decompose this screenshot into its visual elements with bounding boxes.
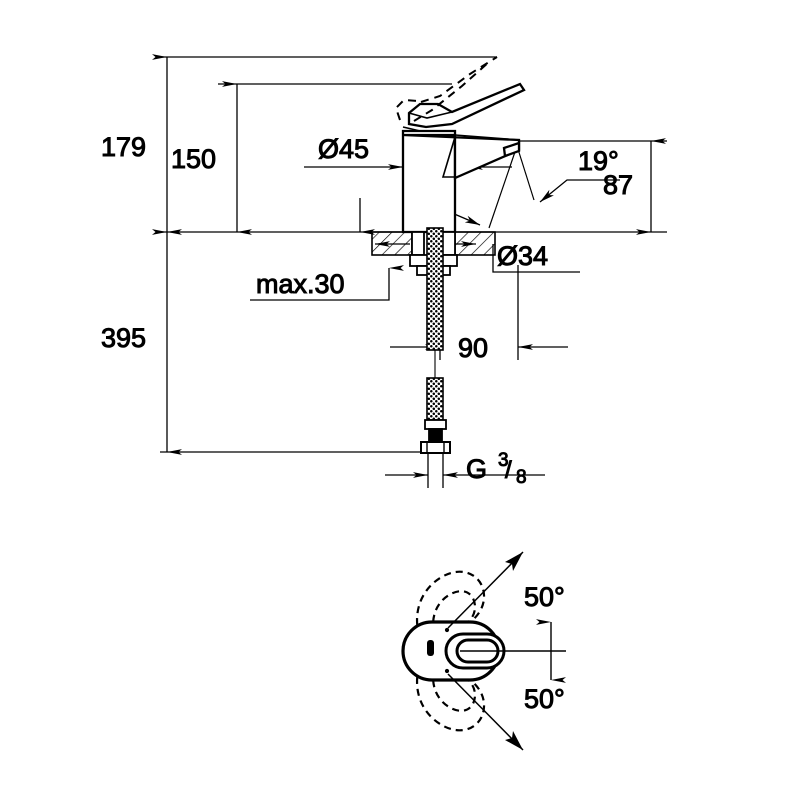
dimension-max30: max.30: [250, 265, 404, 301]
plan-lever-slot: [427, 640, 434, 656]
spout-inner-fold: [441, 136, 456, 178]
elevation-view: 179 150 395 Ø45: [100, 54, 667, 489]
shank-collar-left: [411, 231, 425, 256]
dim-label-50deg-top: 50°: [524, 582, 565, 612]
plan-witness-upper: [447, 551, 524, 629]
dimension-g38: G 3 / 8: [385, 450, 545, 489]
swivel-arrow-elevation: [451, 212, 481, 226]
dim-label-150: 150: [171, 144, 216, 174]
lever-handle: [402, 82, 526, 132]
spout-upper-edge: [454, 134, 520, 141]
dim-label-g38-denominator: 8: [516, 467, 527, 488]
hose-braid-lower: [426, 377, 444, 421]
deck-hatch-right: [454, 231, 496, 256]
hose-neck: [428, 428, 443, 443]
lever-handle-crease: [408, 111, 453, 119]
dim-label-max30: max.30: [256, 269, 345, 299]
dimension-90: 90: [390, 265, 568, 364]
hose-braid-upper: [426, 227, 444, 351]
flexible-hose-lower: [420, 377, 451, 454]
dim-label-d34: Ø34: [497, 241, 548, 271]
lever-phantom-lower: [413, 61, 490, 122]
dim-label-g38-letter: G: [466, 454, 487, 484]
lever-handle-outline: [407, 82, 526, 129]
dim-label-d45: Ø45: [318, 134, 369, 164]
dim-label-19deg: 19°: [578, 146, 619, 176]
deck-surface: [371, 231, 496, 256]
dimension-150: 150: [170, 81, 252, 235]
lever-phantom-upper: [420, 56, 498, 103]
plan-base-details: [427, 627, 450, 674]
leader-line-max30: [250, 265, 404, 301]
dim-label-50deg-bottom: 50°: [524, 684, 565, 714]
dimension-179: 179: [100, 54, 182, 235]
angle-leg-19deg-a: [488, 145, 518, 229]
spout-phantom-lower-outer: [416, 653, 486, 732]
lever-phantom-left: [394, 98, 419, 121]
plan-index-dot-bottom: [444, 668, 450, 674]
flexible-hose-upper: [426, 227, 444, 351]
dimension-87: 87: [602, 138, 666, 235]
dimension-19deg: 19°: [451, 145, 620, 229]
dimension-395: 395: [100, 229, 182, 455]
dim-label-g38-numerator: 3: [498, 450, 509, 471]
hose-ferrule: [424, 419, 447, 430]
plan-witness-lower: [447, 673, 524, 751]
dim-label-395: 395: [101, 323, 146, 353]
dim-label-90: 90: [458, 333, 488, 363]
dim-label-179: 179: [101, 132, 146, 162]
dim-label-87: 87: [603, 170, 633, 200]
hose-hex-nut: [420, 441, 451, 454]
plan-index-dot-top: [444, 627, 450, 633]
leader-line-19deg: [539, 179, 620, 203]
plan-arrow-lower: [505, 731, 523, 750]
spout-phantom-upper-outer: [416, 570, 486, 649]
faucet-body: [401, 129, 521, 234]
body-column: [401, 129, 457, 234]
angle-leg-19deg-b: [516, 145, 535, 201]
dim-label-g38-slash: /: [505, 457, 512, 484]
dimension-d45: Ø45: [304, 134, 512, 170]
lever-base-line: [402, 126, 455, 132]
lever-handle-raised-phantom: [394, 56, 498, 122]
plan-view: 50° 50°: [401, 551, 566, 751]
spout-outlet: [502, 141, 521, 158]
deck-hatch-left: [371, 231, 413, 256]
plan-arrow-upper: [505, 552, 523, 571]
